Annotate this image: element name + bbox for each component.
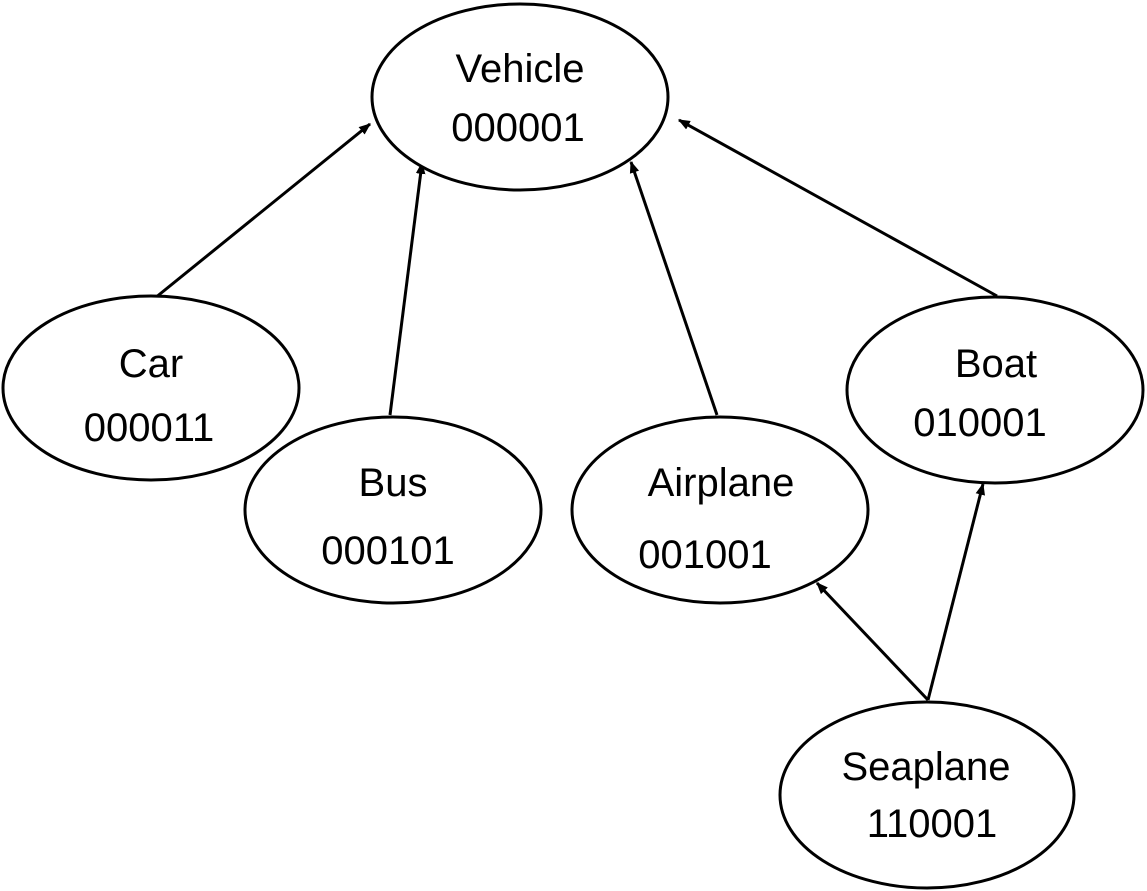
- node-airplane-ellipse: [570, 415, 870, 605]
- node-airplane-code: 001001: [638, 533, 771, 577]
- node-car-name: Car: [119, 342, 183, 386]
- node-vehicle-ellipse: [370, 2, 670, 192]
- node-bus-code: 000101: [321, 529, 454, 573]
- edge-boat-to-vehicle: [677, 118, 998, 298]
- node-car: Car 000011: [1, 294, 301, 482]
- node-bus: Bus 000101: [243, 415, 543, 605]
- node-airplane-name: Airplane: [648, 461, 795, 505]
- node-boat-name: Boat: [955, 342, 1037, 386]
- node-seaplane-code: 110001: [867, 802, 998, 846]
- node-boat-code: 010001: [913, 401, 1046, 445]
- node-seaplane-ellipse: [778, 700, 1076, 890]
- node-boat: Boat 010001: [845, 295, 1145, 485]
- edge-car-to-vehicle: [154, 122, 371, 300]
- edges-group: [154, 118, 998, 702]
- node-boat-ellipse: [845, 295, 1145, 485]
- node-vehicle: Vehicle 000001: [370, 2, 670, 192]
- node-car-ellipse: [1, 294, 301, 482]
- node-bus-ellipse: [243, 415, 543, 605]
- node-vehicle-code: 000001: [451, 106, 584, 150]
- edge-airplane-to-vehicle: [629, 160, 719, 416]
- edge-seaplane-to-boat: [926, 482, 985, 701]
- node-seaplane: Seaplane 110001: [778, 700, 1076, 890]
- node-airplane: Airplane 001001: [570, 415, 870, 605]
- edge-bus-to-vehicle: [388, 161, 426, 416]
- node-seaplane-name: Seaplane: [841, 745, 1010, 789]
- node-car-code: 000011: [84, 406, 215, 450]
- node-vehicle-name: Vehicle: [456, 47, 585, 91]
- node-bus-name: Bus: [359, 461, 428, 505]
- edge-seaplane-to-airplane: [815, 581, 930, 702]
